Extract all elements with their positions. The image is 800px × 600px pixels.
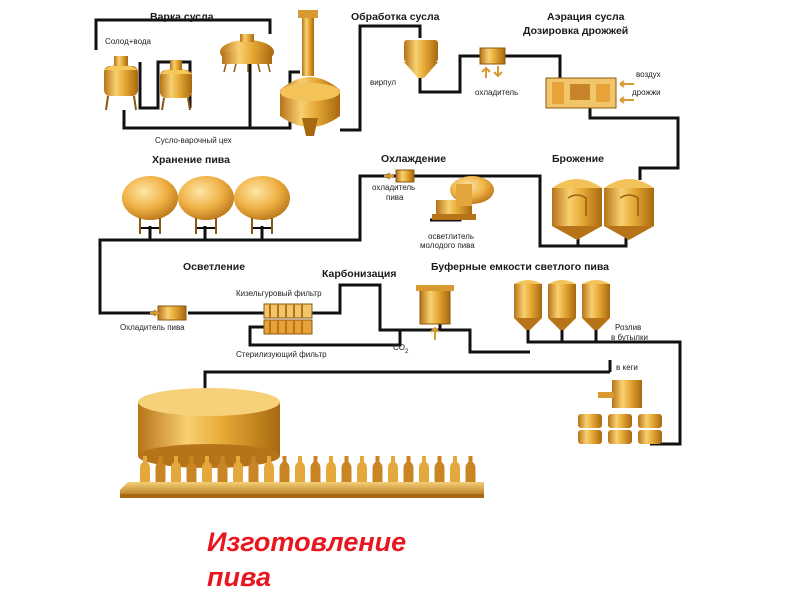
bottle [295,456,305,482]
keg-filler [598,380,642,408]
bottle [372,456,383,482]
section-wort-boiling: Варка сусла [150,11,214,23]
bottle [155,456,166,482]
caption-line-1: Изготовление [207,527,407,557]
caption-line-2: пива [207,562,271,592]
section-wort-processing: Обработка сусла [351,11,440,23]
bottle [264,456,274,482]
bottle [326,456,336,482]
bottle [465,456,476,482]
section-yeast-dosing: Дозировка дрожжей [523,25,628,37]
buffer-tank-3 [582,280,610,330]
bottle [233,456,243,482]
label-beer-cooler-cap: Охладитель пива [120,323,185,332]
fermentation-tank-1 [552,179,602,240]
buffer-tank-1 [514,280,542,330]
storage-tank-2 [178,176,234,234]
bottle-conveyor [120,482,484,498]
label-beer-cooler: охладитель [372,183,415,192]
bottle [403,456,414,482]
label-co2: CO2 [393,343,409,355]
bottle [279,456,290,482]
bottle-filler-carousel [138,388,280,468]
aeration-unit [545,77,634,109]
section-carbonization: Карбонизация [322,268,396,280]
bottle [357,456,367,482]
label-young-beer-clarifier: осветлитель [428,232,474,241]
clarification-cooler [150,305,187,321]
keg-stack [578,414,662,444]
bottle [202,456,212,482]
section-cooling: Охлаждение [381,153,446,165]
label-yeast: дрожжи [632,88,661,97]
bottle [310,456,321,482]
section-wort-aeration: Аэрация сусла [547,11,625,23]
label-malt-water: Солод+вода [105,37,152,46]
label-young-beer-clarifier-2: молодого пива [420,241,475,250]
wort-cooler [479,47,506,78]
wort-kettle [280,10,340,136]
section-fermentation: Брожение [552,153,604,165]
section-buffer-tanks: Буферные емкости светлого пива [431,261,609,273]
label-whirlpool: вирпул [370,78,396,87]
lauter-tun [220,34,274,73]
label-cooler: охладитель [475,88,518,97]
section-beer-storage: Хранение пива [152,154,230,166]
kieselguhr-filter-unit [263,303,313,319]
label-brewhouse: Сусло-варочный цех [155,136,232,145]
bottle [171,456,181,482]
bottle [341,456,352,482]
beer-cooler-unit [384,169,415,183]
bottle [434,456,445,482]
label-beer-cooler-2: пива [386,193,404,202]
bottle [419,456,429,482]
mash-tun-1 [104,56,138,111]
whirlpool-tank [404,40,438,78]
fermentation-tank-2 [604,179,654,240]
label-kieselguhr-filter: Кизельгуровый фильтр [236,289,322,298]
carbonization-tank [416,285,454,340]
bottle [186,456,197,482]
sterilizing-filter-unit [263,319,313,335]
bottle-row [140,456,476,482]
bottle [140,456,150,482]
mash-tun-2 [160,60,192,111]
bottle [388,456,398,482]
page-caption: Изготовление пива [207,525,507,595]
buffer-tank-2 [548,280,576,330]
label-bottling-2: в бутылки [611,333,648,342]
storage-tank-3 [234,176,290,234]
label-sterilizing-filter: Стерилизующий фильтр [236,350,327,359]
young-beer-clarifier-unit [432,176,494,220]
bottle [450,456,460,482]
label-bottling: Розлив [615,323,641,332]
bottle [248,456,259,482]
label-air: воздух [636,70,661,79]
label-kegs: в кеги [616,363,638,372]
bottle [217,456,228,482]
section-clarification: Осветление [183,261,245,273]
storage-tank-1 [122,176,178,234]
